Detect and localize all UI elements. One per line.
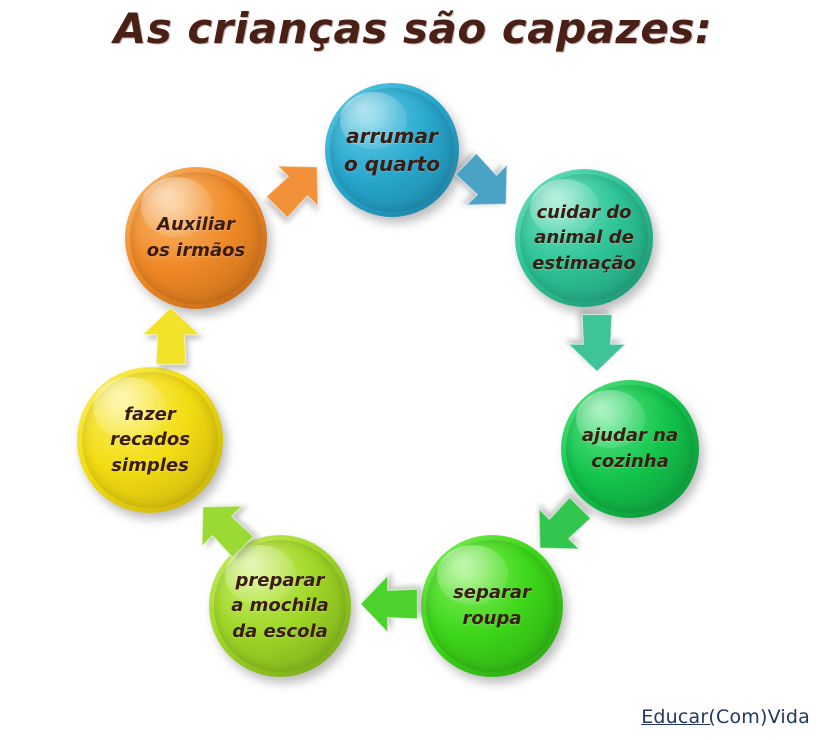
cycle-node-fazer-recados-simples[interactable]: fazer recados simples — [77, 367, 223, 513]
watermark: Educar(Com)Vida — [641, 706, 810, 728]
arrow-auxiliar-to-quarto-icon — [253, 143, 341, 231]
arrow-recados-to-auxiliar-icon — [140, 305, 202, 367]
node-label: Auxiliar os irmãos — [146, 214, 246, 261]
arrow-animal-to-cozinha-icon — [566, 312, 628, 374]
cycle-node-cuidar-do-animal-de-estimacao[interactable]: cuidar do animal de estimação — [515, 169, 653, 307]
arrow-cozinha-to-roupa-icon — [516, 484, 604, 572]
node-label: preparar a mochila da escola — [231, 569, 329, 642]
node-label: arrumar o quarto — [344, 123, 440, 176]
arrow-mochila-to-recados-icon — [179, 483, 267, 571]
cycle-node-ajudar-na-cozinha[interactable]: ajudar na cozinha — [561, 380, 699, 518]
node-label: separar roupa — [453, 582, 531, 629]
arrow-quarto-to-animal-icon — [442, 140, 530, 228]
watermark-link[interactable]: Educar( — [641, 706, 717, 728]
watermark-plain: Com)Vida — [716, 706, 810, 728]
cycle-node-arrumar-o-quarto[interactable]: arrumar o quarto — [325, 83, 459, 217]
cycle-node-preparar-a-mochila-da-escola[interactable]: preparar a mochila da escola — [209, 535, 351, 677]
node-label: cuidar do animal de estimação — [532, 201, 636, 274]
node-label: ajudar na cozinha — [581, 425, 679, 472]
node-label: fazer recados simples — [110, 403, 190, 476]
cycle-node-auxiliar-os-irmaos[interactable]: Auxiliar os irmãos — [125, 167, 267, 309]
cycle-node-separar-roupa[interactable]: separar roupa — [421, 535, 563, 677]
page-title: As crianças são capazes: — [113, 4, 713, 53]
arrow-roupa-to-mochila-icon — [358, 573, 420, 635]
